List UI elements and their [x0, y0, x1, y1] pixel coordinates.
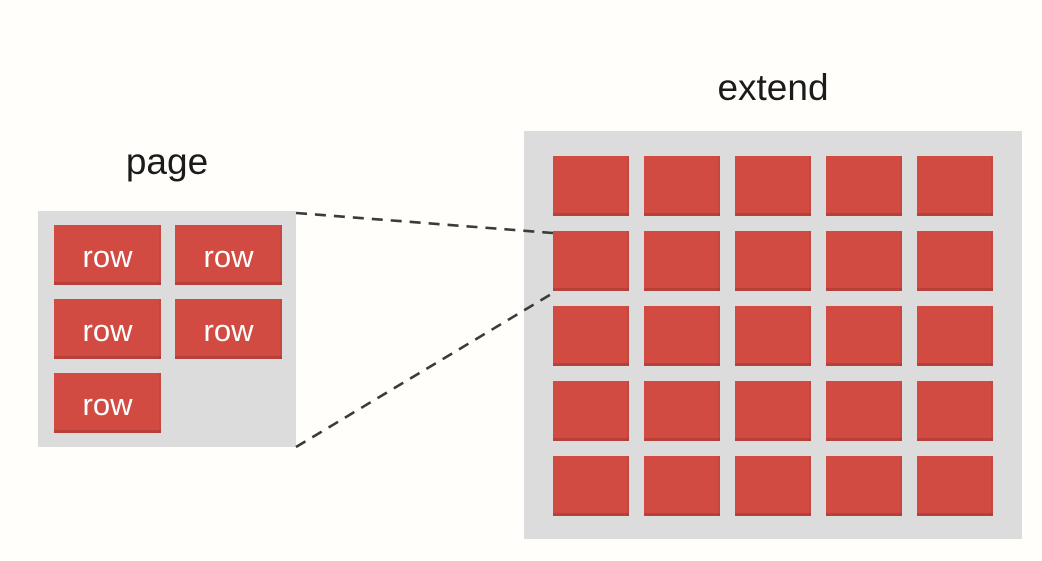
- extend-panel: [524, 131, 1022, 539]
- extend-grid-cell: [553, 306, 629, 366]
- extend-grid-cell: [735, 381, 811, 441]
- extend-grid-cell: [826, 306, 902, 366]
- extend-grid-cell: [553, 456, 629, 516]
- extend-grid-cell: [826, 456, 902, 516]
- connector-line-top: [295, 211, 554, 235]
- extend-panel-title: extend: [717, 67, 829, 108]
- page-row-cell: row: [54, 299, 161, 359]
- extend-grid-cell: [735, 306, 811, 366]
- page-row-cell: row: [175, 299, 282, 359]
- extend-grid-cell: [644, 306, 720, 366]
- page-panel-title: page: [125, 141, 209, 182]
- extend-grid-cell: [553, 381, 629, 441]
- extend-grid-cell: [917, 156, 993, 216]
- extend-grid-cell: [826, 381, 902, 441]
- extend-grid-cell: [553, 231, 629, 291]
- extend-grid-cell: [917, 306, 993, 366]
- extend-grid-cell: [917, 381, 993, 441]
- extend-grid-cell: [826, 231, 902, 291]
- extend-grid-cell: [917, 231, 993, 291]
- extend-grid-cell: [553, 156, 629, 216]
- page-row-cell: row: [54, 225, 161, 285]
- extend-grid-cell: [917, 456, 993, 516]
- extend-grid-cell: [735, 231, 811, 291]
- extend-grid-cell: [735, 156, 811, 216]
- extend-grid-cell: [644, 381, 720, 441]
- extend-grid-cell: [644, 231, 720, 291]
- extend-grid-cell: [826, 156, 902, 216]
- extend-grid-cell: [644, 156, 720, 216]
- page-row-cell: row: [54, 373, 161, 433]
- extend-grid-cell: [644, 456, 720, 516]
- extend-grid-cell: [735, 456, 811, 516]
- page-row-cell: row: [175, 225, 282, 285]
- connector-line-bottom: [295, 291, 554, 449]
